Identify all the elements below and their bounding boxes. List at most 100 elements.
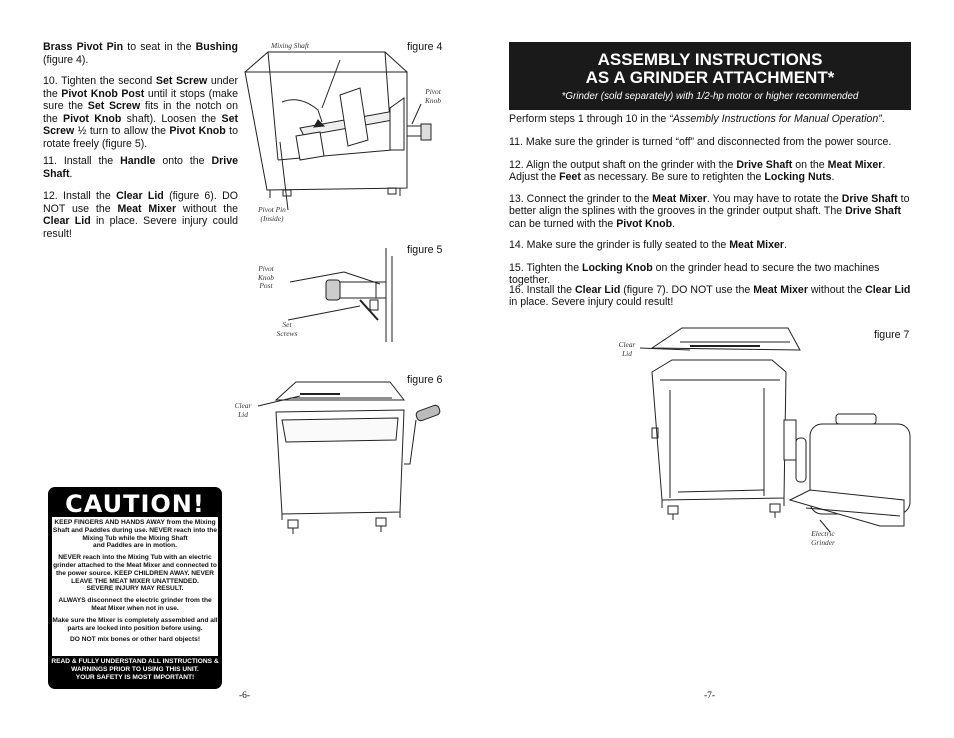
label-pivot-pin: Pivot Pin (Inside)	[258, 205, 286, 223]
text-run: 16. Install the	[509, 284, 575, 296]
figure-4-label: figure 4	[407, 41, 443, 53]
caution-line: and Paddles are in motion.	[93, 542, 177, 550]
caution-line: DO NOT mix bones or other hard objects!	[69, 636, 201, 644]
header-title-2: AS A GRINDER ATTACHMENT*	[585, 68, 835, 87]
bold-term: Bushing	[195, 41, 238, 53]
bold-term: Pivot Knob	[63, 112, 122, 125]
bold-term: Handle	[120, 155, 156, 167]
caution-footer-line: WARNINGS PRIOR TO USING THIS UNIT.	[71, 665, 199, 673]
intro-text: Perform steps 1 through 10 in the “Assem…	[509, 113, 911, 125]
text-run: (figure 7). DO NOT use the	[620, 284, 754, 296]
text-run: on the	[792, 159, 828, 171]
label-clear-lid-fig6: Clear Lid	[234, 401, 252, 419]
text-run: (figure 6). DO NOT use the	[43, 190, 238, 215]
text-run: onto the	[155, 155, 212, 167]
caution-line: Shaft and Paddles during use. NEVER reac…	[52, 526, 218, 534]
text-run: without the	[176, 202, 239, 215]
bold-term: Drive Shaft	[845, 205, 902, 218]
bold-term: Clear Lid	[865, 284, 911, 296]
text-run: (figure 4).	[43, 53, 89, 66]
step-10: 10. Tighten the second Set Screw under t…	[43, 75, 238, 151]
bold-term: Clear Lid	[43, 215, 91, 228]
bold-term: Set Screw	[87, 100, 141, 113]
text-run: in place. Severe injury could result!	[43, 215, 238, 240]
caution-body: KEEP FINGERS AND HANDS AWAY from the Mix…	[52, 517, 218, 656]
bold-term: Meat Mixer	[827, 159, 883, 171]
text-run: .	[881, 113, 885, 125]
figure-6-label: figure 6	[407, 374, 443, 386]
text-run: 11. Install the	[43, 155, 121, 167]
bold-term: Drive Shaft	[841, 193, 898, 205]
bold-term: Set Screw	[155, 75, 208, 87]
caution-line: Meat Mixer when not in use.	[91, 604, 179, 612]
text-run: . Adjust the	[509, 159, 886, 184]
text-run: 12. Install the	[43, 190, 117, 202]
bold-term: Clear Lid	[116, 190, 164, 202]
text-run: until it stops (make sure the	[43, 87, 238, 113]
text-run: 11. Make sure the grinder is turned “off…	[509, 136, 892, 148]
step-11-grinder: 11. Make sure the grinder is turned “off…	[509, 136, 911, 148]
page-number-left: -6-	[239, 691, 251, 701]
bold-term: Meat Mixer	[753, 284, 808, 296]
bold-term: Locking Nuts	[764, 171, 832, 184]
step-14-grinder: 14. Make sure the grinder is fully seate…	[509, 239, 911, 251]
caution-box: CAUTION! KEEP FINGERS AND HANDS AWAY fro…	[48, 487, 222, 689]
bold-term: Clear Lid	[574, 284, 621, 296]
header-title-1: ASSEMBLY INSTRUCTIONS	[597, 50, 823, 69]
text-run: to better align the splines with the gro…	[509, 193, 910, 218]
bold-term: Drive Shaft	[43, 155, 238, 180]
text-run: 15. Tighten the	[509, 262, 583, 274]
header-subtitle: *Grinder (sold separately) with 1/2-hp m…	[561, 91, 859, 102]
text-run: .	[672, 217, 676, 230]
text-run: fits in the notch on the	[43, 100, 238, 125]
assembly-header: ASSEMBLY INSTRUCTIONS AS A GRINDER ATTAC…	[509, 42, 911, 110]
bold-term: Set Screw	[43, 112, 238, 138]
text-run: on the grinder head to secure the two ma…	[509, 262, 880, 287]
text-run: 12. Align the output shaft on the grinde…	[509, 159, 737, 171]
text-run: to rotate freely (figure 5).	[43, 125, 238, 150]
caution-line: KEEP FINGERS AND HANDS AWAY from the Mix…	[54, 519, 216, 526]
text-run: without the	[807, 284, 866, 296]
text-run: shaft). Loosen the	[121, 112, 222, 125]
caution-footer: READ & FULLY UNDERSTAND ALL INSTRUCTIONS…	[48, 658, 222, 681]
caution-line: the power source. KEEP CHILDREN AWAY. NE…	[55, 569, 215, 577]
text-run: ½ turn to allow the	[74, 125, 170, 138]
bold-term: Meat Mixer	[117, 202, 177, 215]
label-clear-lid-fig7: Clear Lid	[618, 340, 636, 358]
text-run: .	[784, 239, 787, 251]
label-set-screws: Set Screws	[276, 320, 298, 338]
text-run: under the	[43, 75, 238, 100]
bold-term: Meat Mixer	[652, 193, 707, 205]
text-run: in place. Severe injury could result!	[509, 296, 674, 309]
caution-line: ALWAYS disconnect the electric grinder f…	[58, 597, 212, 605]
label-mixing-shaft: Mixing Shaft	[271, 41, 309, 50]
label-pivot-knob-post: Pivot Knob Post	[257, 264, 274, 290]
step-15-grinder: 15. Tighten the Locking Knob on the grin…	[509, 262, 911, 287]
figure-7-label: figure 7	[874, 329, 910, 341]
step-13-grinder: 13. Connect the grinder to the Meat Mixe…	[509, 193, 911, 230]
step-11: 11. Install the Handle onto the Drive Sh…	[43, 155, 238, 180]
step-12: 12. Install the Clear Lid (figure 6). DO…	[43, 190, 238, 240]
caution-line: SEVERE INJURY MAY RESULT.	[86, 585, 184, 593]
bold-term: Pivot Knob	[616, 217, 673, 230]
bold-term: Brass Pivot Pin	[43, 41, 124, 53]
text-run: 13. Connect the grinder to the	[509, 193, 653, 205]
text-run: as necessary. Be sure to retighten the	[580, 171, 765, 184]
caution-lines: KEEP FINGERS AND HANDS AWAY from the Mix…	[52, 517, 218, 644]
caution-footer-line: YOUR SAFETY IS MOST IMPORTANT!	[75, 673, 195, 681]
step-12-grinder: 12. Align the output shaft on the grinde…	[509, 159, 911, 184]
text-run: .	[831, 171, 835, 184]
text-run: “Assembly Instructions for Manual Operat…	[669, 113, 882, 125]
bold-term: Pivot Knob Post	[61, 87, 145, 100]
caution-footer-line: READ & FULLY UNDERSTAND ALL INSTRUCTIONS…	[51, 658, 219, 665]
figure-5-label: figure 5	[407, 244, 443, 256]
bold-term: Feet	[559, 171, 581, 184]
caution-line: grinder attached to the Meat Mixer and c…	[53, 561, 217, 569]
step-16-grinder: 16. Install the Clear Lid (figure 7). DO…	[509, 284, 911, 309]
caution-line: LEAVE THE MEAT MIXER UNATTENDED.	[71, 577, 199, 585]
bold-term: Locking Knob	[582, 262, 653, 274]
bold-term: Drive Shaft	[736, 159, 793, 171]
text-run: . You may have to rotate the	[706, 193, 842, 205]
